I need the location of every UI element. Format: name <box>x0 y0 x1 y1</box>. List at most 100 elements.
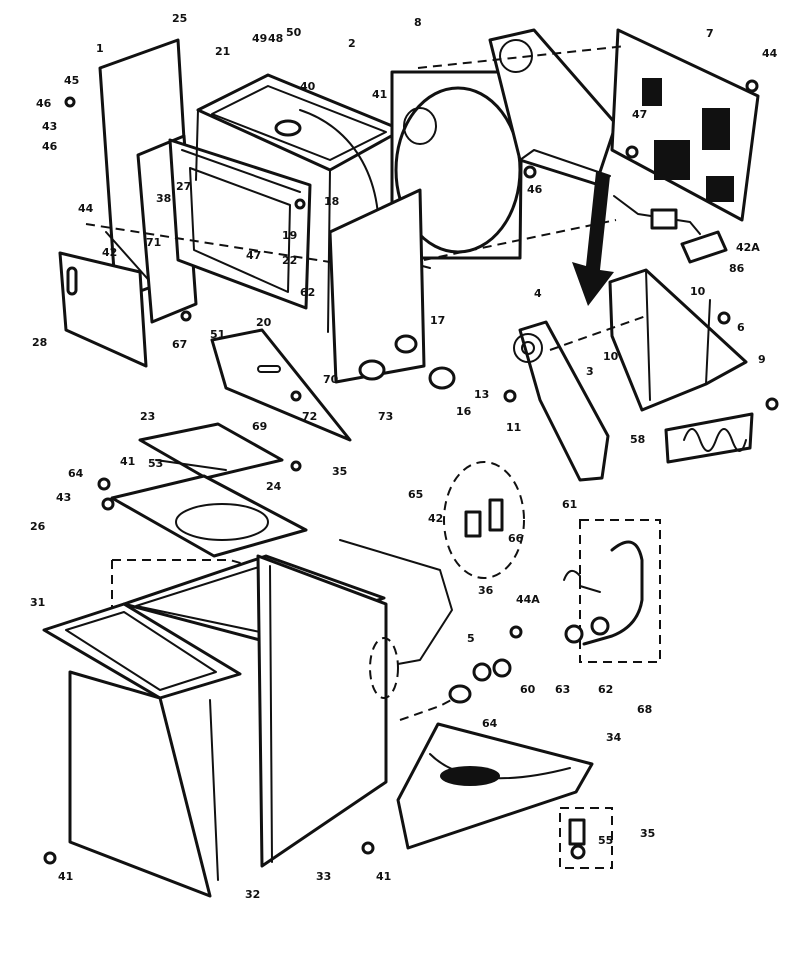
part-label-41-bottom-right: 41 <box>376 870 391 883</box>
screw-9 <box>765 397 779 411</box>
blower-hub <box>521 341 535 355</box>
wire-harness <box>339 539 453 665</box>
part-label-17: 17 <box>430 314 445 327</box>
part-label-10-mid: 10 <box>603 350 619 363</box>
part-label-43-lower: 43 <box>56 491 71 504</box>
part-label-36: 36 <box>478 584 494 597</box>
part-label-8: 8 <box>414 16 422 29</box>
hose-detail-box <box>579 519 661 663</box>
part-label-60: 60 <box>520 683 536 696</box>
part-label-86: 86 <box>729 262 745 275</box>
part-label-67: 67 <box>172 338 187 351</box>
part-label-23: 23 <box>140 410 155 423</box>
screw-44A <box>509 625 523 639</box>
part-label-53: 53 <box>148 457 163 470</box>
part-label-20: 20 <box>256 316 272 329</box>
foot-detail-box <box>559 807 613 869</box>
top-cover-plate <box>138 422 284 480</box>
part-label-27: 27 <box>176 180 191 193</box>
part-label-22: 22 <box>282 254 297 267</box>
screw-10 <box>717 311 731 325</box>
part-label-24: 24 <box>266 480 282 493</box>
screw-67 <box>180 310 192 322</box>
part-label-66: 66 <box>508 532 524 545</box>
part-label-32: 32 <box>245 888 260 901</box>
top-rail-inner <box>65 611 217 691</box>
part-label-5: 5 <box>467 632 475 645</box>
part-label-58: 58 <box>630 433 645 446</box>
align-line-4 <box>85 223 331 263</box>
door-window-inner <box>189 167 291 293</box>
strain-relief-42A <box>680 230 728 264</box>
toe-kick-panel <box>210 328 352 442</box>
screw-44 <box>745 79 759 93</box>
part-label-45: 45 <box>64 74 79 87</box>
part-label-46: 46 <box>36 97 52 110</box>
side-panel-hole-1 <box>394 334 418 354</box>
heater-box-edge-2 <box>705 299 711 385</box>
base-plate <box>110 474 308 558</box>
heating-element-plate <box>664 412 754 464</box>
valve-bracket <box>464 510 482 538</box>
part-label-4-right: 4 <box>534 287 542 300</box>
part-label-10-right: 10 <box>690 285 706 298</box>
screw-41-br <box>361 841 375 855</box>
part-label-16: 16 <box>456 405 472 418</box>
drum-bearing <box>274 119 302 137</box>
drum-housing-top-inner <box>211 85 387 161</box>
screw-64 <box>97 477 111 491</box>
part-label-43-upper: 43 <box>42 120 57 133</box>
screw-47 <box>625 145 639 159</box>
back-panel <box>610 28 760 222</box>
part-label-35-bottom: 35 <box>640 827 655 840</box>
door-window-lip <box>181 149 301 193</box>
part-label-42: 42 <box>102 246 117 259</box>
part-label-55: 55 <box>598 834 613 847</box>
part-16 <box>428 366 456 390</box>
part-label-1: 1 <box>96 42 104 55</box>
align-line-1 <box>417 45 627 69</box>
part-label-13: 13 <box>474 388 489 401</box>
align-line-2 <box>423 219 617 261</box>
blower-housing <box>518 320 610 482</box>
duct-fan-housing <box>499 39 533 73</box>
part-label-41-bottom-left: 41 <box>58 870 73 883</box>
toe-kick-slot <box>257 365 281 373</box>
front-door <box>58 251 148 368</box>
heater-box <box>608 268 748 412</box>
part-label-33: 33 <box>316 870 331 883</box>
part-label-7: 7 <box>706 27 714 40</box>
part-label-71: 71 <box>146 236 161 249</box>
exhaust-duct-upper <box>488 28 618 186</box>
screw-46 <box>523 165 537 179</box>
fitting-60 <box>492 658 512 678</box>
leveling-nut <box>570 844 586 860</box>
assembly-arrow <box>572 172 614 306</box>
part-label-63: 63 <box>555 683 570 696</box>
part-label-46-upper: 46 <box>42 140 58 153</box>
back-panel-vent-2 <box>702 108 730 150</box>
part-label-31: 31 <box>30 596 45 609</box>
blower-wheel <box>513 333 543 363</box>
part-label-2: 2 <box>348 37 356 50</box>
part-label-62-lower: 62 <box>598 683 613 696</box>
part-label-62-upper: 62 <box>300 286 315 299</box>
cabinet-left-edge <box>209 699 219 881</box>
part-label-35-top: 35 <box>332 465 347 478</box>
back-panel-vent-4 <box>706 176 734 202</box>
part-label-49: 49 <box>252 32 267 45</box>
part-label-51: 51 <box>210 328 225 341</box>
leveling-foot <box>568 818 586 846</box>
drum-housing-front <box>327 169 331 333</box>
back-panel-vent-3 <box>654 140 690 180</box>
heating-coil <box>683 428 747 452</box>
part-label-44A: 44A <box>516 593 540 606</box>
drum-housing-left <box>195 109 199 181</box>
valve-detail-circle <box>443 461 525 579</box>
part-label-6: 6 <box>737 321 745 334</box>
part-label-68: 68 <box>637 703 652 716</box>
screw-43 <box>101 497 115 511</box>
part-label-44-left: 44 <box>78 202 94 215</box>
base-pan-shadow <box>440 766 500 786</box>
